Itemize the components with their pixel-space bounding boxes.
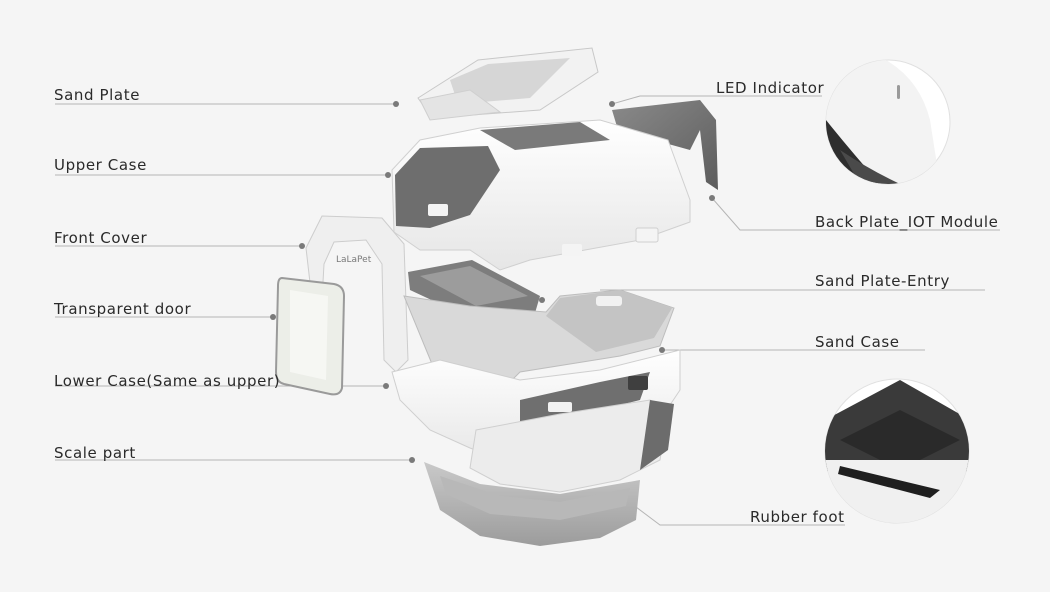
dot-sand-plate xyxy=(393,101,399,107)
label-lower-case: Lower Case(Same as upper) xyxy=(54,372,281,390)
label-sand-plate-entry: Sand Plate-Entry xyxy=(815,272,950,290)
sand-case-part xyxy=(403,289,675,393)
label-sand-case: Sand Case xyxy=(815,333,900,351)
label-upper-case: Upper Case xyxy=(54,156,147,174)
sand-plate-part xyxy=(417,47,599,121)
back-plate-part xyxy=(612,100,718,190)
leader-back-plate xyxy=(711,197,1000,231)
label-scale-part: Scale part xyxy=(54,444,136,462)
rubber-foot-part xyxy=(424,462,640,546)
label-front-cover: Front Cover xyxy=(54,229,148,247)
label-transparent-door: Transparent door xyxy=(54,300,192,318)
dot-upper-case xyxy=(385,172,391,178)
dot-sand-plate-entry xyxy=(539,297,545,303)
logo-mark: LaLaPet xyxy=(336,255,372,265)
label-sand-plate: Sand Plate xyxy=(54,86,141,104)
upper-case-part xyxy=(391,119,691,271)
rubber-foot-detail-circle xyxy=(824,378,970,524)
led-detail-circle xyxy=(825,59,951,185)
dot-scale-part xyxy=(409,457,415,463)
transparent-door-part xyxy=(274,276,346,396)
leader-led xyxy=(611,95,822,105)
label-rubber-foot: Rubber foot xyxy=(750,508,845,526)
label-led-indicator: LED Indicator xyxy=(716,79,825,97)
scale-part xyxy=(469,399,674,493)
dot-lower-case xyxy=(383,383,389,389)
dot-back-plate xyxy=(709,195,715,201)
label-back-plate: Back Plate_IOT Module xyxy=(815,213,999,231)
dot-transparent-door xyxy=(270,314,276,320)
dot-front-cover xyxy=(299,243,305,249)
dot-sand-case xyxy=(659,347,665,353)
dot-led xyxy=(609,101,615,107)
